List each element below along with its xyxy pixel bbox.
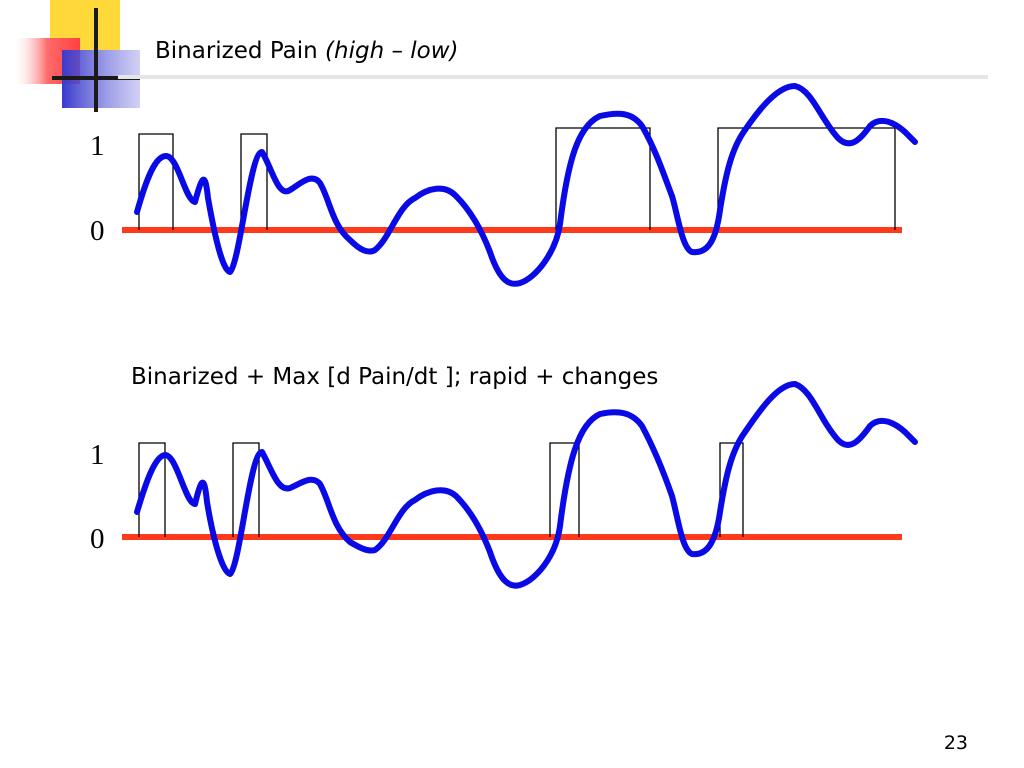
bottom-signal-curve bbox=[134, 381, 918, 589]
top-y-tick-1: 1 bbox=[90, 130, 105, 162]
top-pulse-2 bbox=[240, 133, 268, 230]
slide-title: Binarized Pain (high – low) bbox=[155, 38, 459, 64]
bottom-y-tick-1: 1 bbox=[90, 439, 105, 471]
top-diagram bbox=[122, 83, 918, 287]
top-pulse-4 bbox=[717, 127, 896, 230]
slide-number: 23 bbox=[943, 732, 968, 754]
title-main: Binarized Pain bbox=[155, 38, 318, 64]
bottom-pulse-2 bbox=[232, 442, 260, 537]
top-pulse-1 bbox=[138, 133, 174, 230]
panel-subtitle: Binarized + Max [d Pain/dt ]; rapid + ch… bbox=[131, 364, 659, 390]
top-pulses bbox=[138, 127, 896, 230]
bottom-y-tick-0: 0 bbox=[90, 523, 105, 555]
bottom-pulse-3 bbox=[549, 442, 580, 537]
top-signal-curve bbox=[134, 83, 918, 287]
title-italic: (high – low) bbox=[325, 38, 459, 64]
bottom-pulse-1 bbox=[138, 442, 166, 537]
top-pulse-3 bbox=[555, 127, 651, 230]
title-rule bbox=[118, 75, 988, 79]
corner-logo-icon bbox=[15, 0, 140, 112]
bottom-pulse-4 bbox=[719, 442, 744, 537]
bottom-pulses bbox=[138, 442, 744, 537]
top-y-tick-0: 0 bbox=[90, 215, 105, 247]
bottom-diagram bbox=[122, 381, 918, 589]
